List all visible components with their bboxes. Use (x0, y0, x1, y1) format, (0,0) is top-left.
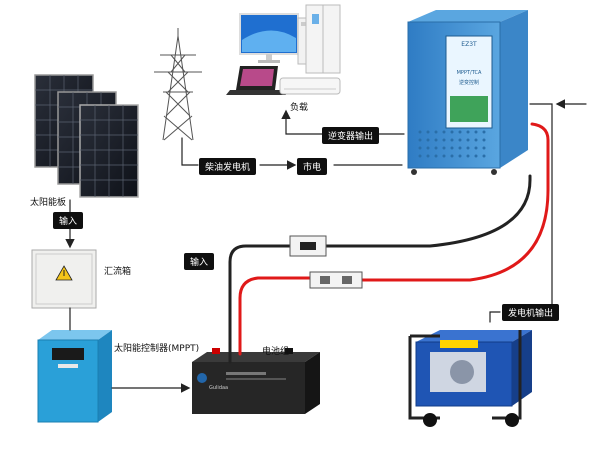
label-controller: 太阳能控制器(MPPT) (114, 344, 200, 354)
fridge-icon (305, 4, 341, 74)
solar-panel-array (34, 74, 139, 198)
power-tower (154, 28, 202, 141)
label-solar-panel: 太阳能板 (30, 198, 67, 208)
label-combiner-box: 汇流箱 (104, 267, 132, 277)
fuse-red (309, 271, 363, 289)
tag-inverter-output: 逆变器输出 (322, 127, 380, 144)
label-load: 负载 (290, 103, 309, 113)
monitor-icon (239, 13, 299, 63)
solar-panel-front (79, 104, 139, 198)
generator (408, 330, 532, 427)
laptop-icon (226, 66, 286, 95)
air-conditioner-icon (279, 77, 341, 95)
battery (192, 348, 320, 414)
tag-input-top: 输入 (53, 212, 84, 229)
tag-grid: 市电 (297, 158, 328, 175)
battery-brand: Gulidaa (209, 385, 228, 391)
label-battery: 电池组 (262, 347, 290, 357)
solar-controller (37, 330, 112, 423)
inverter-screen-line3: 逆变控制 (459, 79, 479, 86)
tag-generator-output: 发电机输出 (502, 304, 560, 321)
inverter-screen-line1: EZ3T (461, 41, 477, 48)
breaker-black (289, 235, 327, 257)
combiner-box (31, 249, 97, 309)
tag-diesel-generator: 柴油发电机 (199, 158, 257, 175)
tag-input-mid: 输入 (184, 253, 215, 270)
load-appliances (226, 4, 341, 95)
inverter-cabinet (407, 10, 528, 175)
inverter-vents (418, 130, 486, 158)
inverter-screen-line2: MPPT/TCA (457, 70, 482, 76)
